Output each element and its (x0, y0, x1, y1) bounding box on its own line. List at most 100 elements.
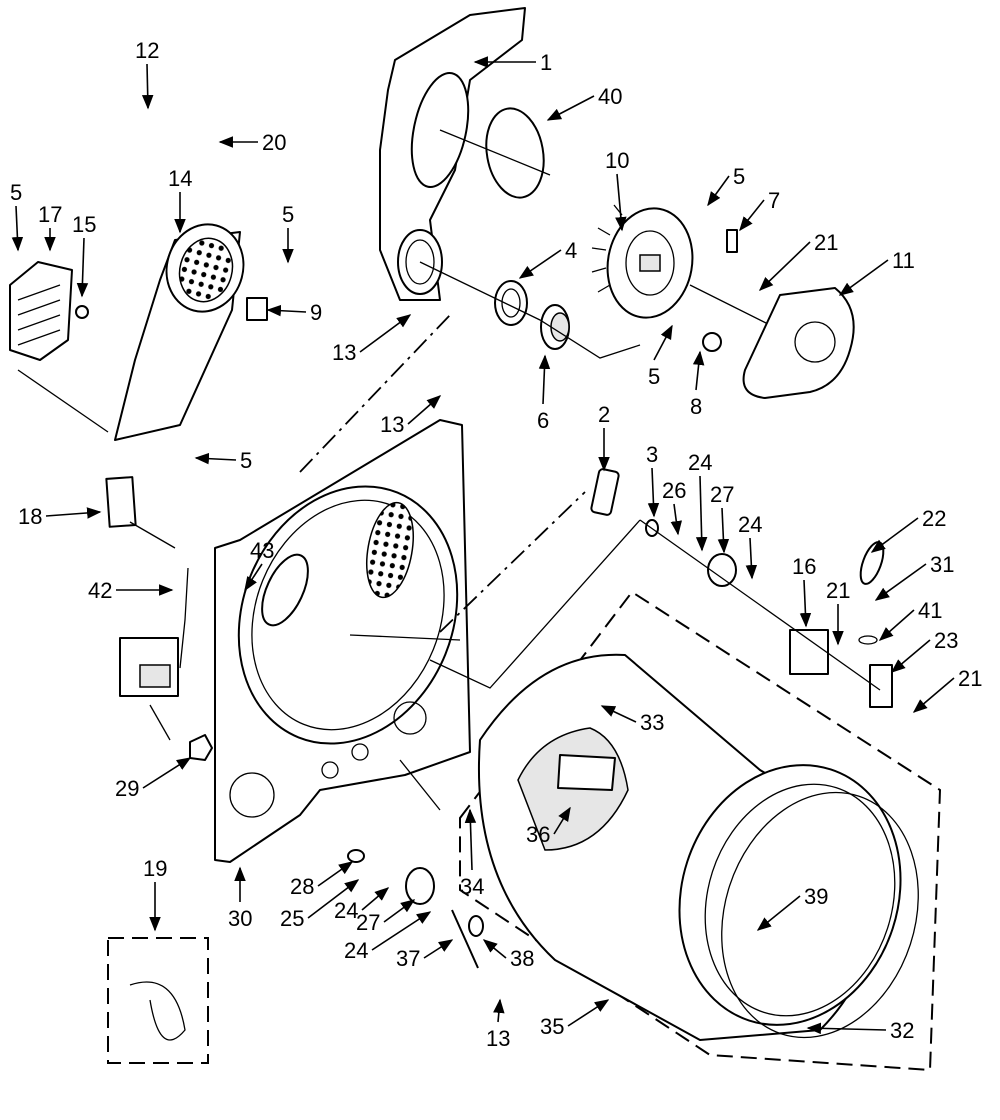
callout-c21b: 21 (826, 578, 850, 603)
leader-arrow-c21c (912, 677, 955, 713)
leader-arrow-c39 (756, 895, 801, 931)
callout-c9: 9 (310, 300, 322, 325)
bracket-part (246, 297, 268, 321)
callout-c4: 4 (565, 238, 577, 263)
callout-c17: 17 (38, 202, 62, 227)
nut-part (189, 734, 213, 761)
leader-arrow-c24b (745, 537, 758, 580)
callout-c30: 30 (228, 906, 252, 931)
leader-arrow-c11 (838, 259, 889, 296)
leader-arrow-c5a (707, 175, 730, 207)
callout-c27a: 27 (710, 482, 734, 507)
leader-arrow-c37 (423, 939, 454, 959)
leader-arrow-c27b (383, 899, 416, 923)
leader-arrow-c43 (244, 563, 263, 592)
leader-arrow-c29 (142, 757, 192, 789)
front-bulkhead-part (214, 419, 471, 863)
leader-arrow-c3 (647, 467, 660, 518)
callout-c6: 6 (537, 408, 549, 433)
callout-c24a: 24 (688, 450, 712, 475)
callout-c35: 35 (540, 1014, 564, 1039)
leader-arrow-c41 (878, 609, 915, 641)
thermostat-part (75, 305, 89, 319)
gas-valve-part (119, 567, 189, 741)
leader-arrow-c5e (194, 452, 237, 465)
blower-wheel-part (591, 204, 694, 319)
leader-arrow-c35 (567, 999, 610, 1027)
callout-c21c: 21 (958, 666, 982, 691)
callout-c34: 34 (460, 874, 484, 899)
callout-c3: 3 (646, 442, 658, 467)
callout-c22: 22 (922, 506, 946, 531)
leader-arrow-c7 (739, 199, 765, 232)
leader-arrow-c32 (806, 1022, 887, 1035)
leader-arrow-c36 (553, 806, 571, 835)
callout-c19: 19 (143, 856, 167, 881)
leader-arrow-c25 (307, 879, 360, 919)
callout-c16: 16 (792, 554, 816, 579)
leader-arrow-c13b (407, 395, 442, 425)
callout-c27b: 27 (356, 910, 380, 935)
callout-c13b: 13 (380, 412, 404, 437)
callout-c5d: 5 (648, 364, 660, 389)
leader-arrow-c40 (546, 95, 595, 121)
leader-arrow-c10 (615, 173, 627, 232)
door-strike-part (869, 664, 893, 708)
drum-roller-part (405, 867, 435, 905)
callout-c28: 28 (290, 874, 314, 899)
callout-c5e: 5 (240, 448, 252, 473)
callout-c14: 14 (168, 166, 192, 191)
callout-c8: 8 (690, 394, 702, 419)
callout-c41: 41 (918, 598, 942, 623)
callout-c26: 26 (662, 478, 686, 503)
callout-c38: 38 (510, 946, 534, 971)
callout-c18: 18 (18, 504, 42, 529)
leader-arrow-c38 (482, 939, 507, 959)
leader-arrow-c23 (890, 639, 931, 673)
drum-part (459, 590, 942, 1072)
callout-c43: 43 (250, 538, 274, 563)
leader-arrow-c22 (870, 517, 919, 553)
callout-c21a: 21 (814, 230, 838, 255)
callout-c13a: 13 (332, 340, 356, 365)
door-switch-part (789, 629, 829, 675)
blower-seal-part (485, 107, 545, 199)
felt-pad-part (590, 468, 620, 516)
callout-c11: 11 (892, 248, 915, 273)
leader-arrow-c15 (76, 237, 89, 298)
upper-roller-part (707, 553, 737, 587)
callout-c33: 33 (640, 710, 664, 735)
callout-c37: 37 (396, 946, 420, 971)
leader-arrow-c27a (717, 507, 730, 554)
callout-c39: 39 (804, 884, 828, 909)
callout-c13c: 13 (486, 1026, 510, 1051)
callout-c25: 25 (280, 906, 304, 931)
leader-arrow-c4 (518, 249, 562, 279)
leader-arrow-c5d (653, 324, 673, 361)
clip-part (726, 229, 738, 253)
leader-arrow-c12 (141, 63, 154, 110)
callout-c40: 40 (598, 84, 622, 109)
callout-c29: 29 (115, 776, 139, 801)
callout-c12: 12 (135, 38, 159, 63)
callout-c31: 31 (930, 552, 954, 577)
igniter-wire-part (129, 981, 186, 1041)
washer-part (347, 849, 365, 863)
callout-c24c: 24 (334, 898, 358, 923)
leader-arrow-c18 (45, 507, 102, 519)
leader-arrow-c24c (361, 887, 390, 911)
leader-arrow-c31 (874, 563, 927, 601)
thermal-fuse-part (702, 332, 722, 352)
blower-cover-part (742, 287, 855, 399)
label-card-part (105, 476, 137, 528)
callout-c23: 23 (934, 628, 958, 653)
leader-arrow-c26 (670, 503, 682, 536)
callout-c32: 32 (890, 1018, 914, 1043)
heater-element-part (9, 261, 73, 361)
callout-c36: 36 (526, 822, 550, 847)
leader-arrow-c8 (692, 350, 705, 391)
callout-c42: 42 (88, 578, 112, 603)
drum-bearing-part (494, 280, 528, 326)
leader-arrow-c16 (799, 579, 812, 628)
